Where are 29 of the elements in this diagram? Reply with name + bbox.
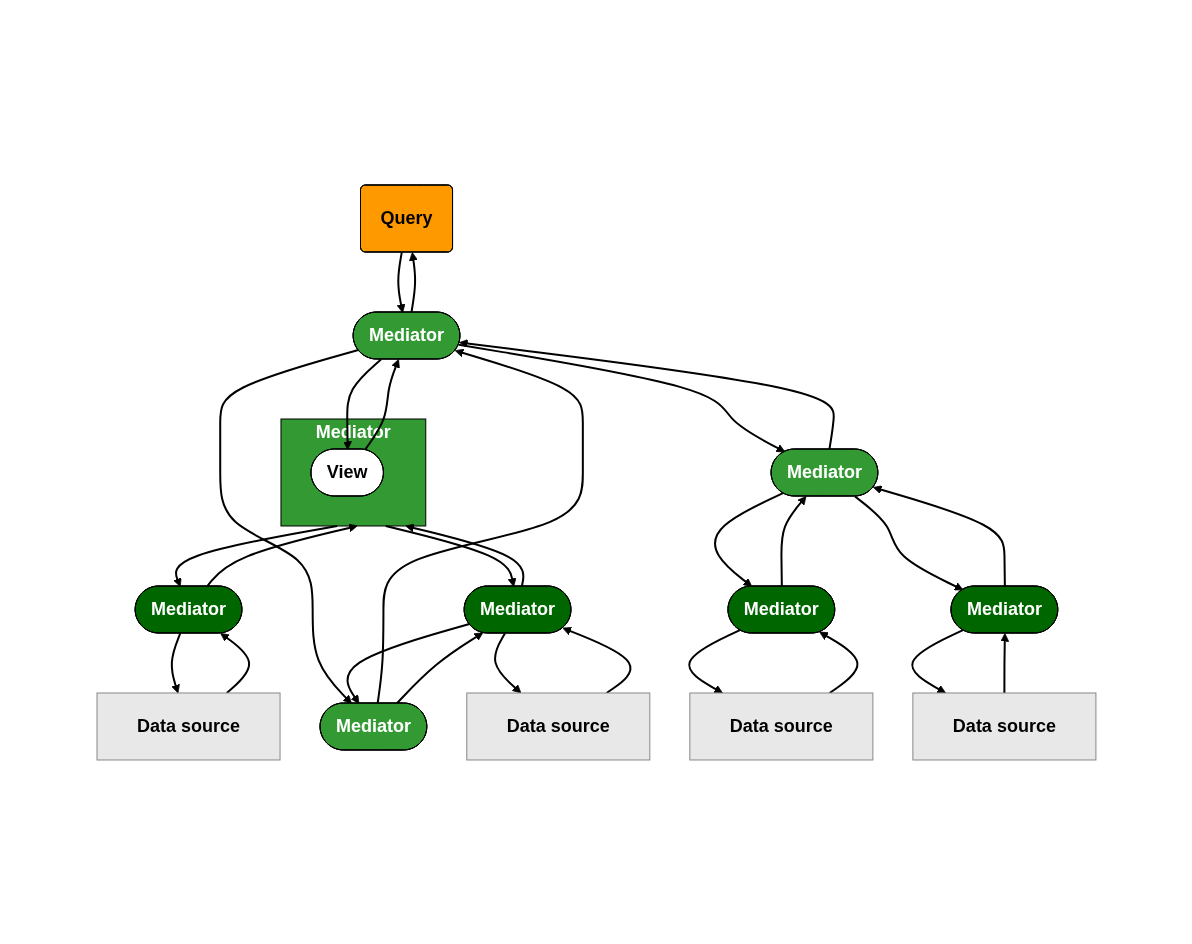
arrow (910, 628, 964, 693)
arrow (779, 495, 806, 587)
arrow (346, 622, 470, 704)
arrow (170, 632, 181, 693)
arrow (172, 524, 338, 587)
arrow (818, 631, 858, 694)
arrow (872, 484, 1006, 587)
arrow (218, 348, 359, 704)
arrow (687, 628, 741, 693)
arrow (562, 626, 631, 694)
node-box: Data source (465, 692, 650, 760)
arrow (376, 348, 584, 704)
arrow (219, 632, 250, 694)
arrow (206, 523, 358, 587)
arrow (713, 491, 784, 587)
arrow (363, 358, 400, 451)
arrow (396, 251, 405, 313)
arrow (493, 632, 521, 693)
arrow (384, 524, 516, 587)
arrow (395, 631, 483, 704)
arrow (457, 343, 785, 452)
arrow (458, 338, 835, 450)
node-box: Data source (911, 692, 1096, 760)
arrow (404, 523, 524, 587)
node-box: Data source (688, 692, 873, 760)
node-box: Data source (96, 692, 281, 760)
arrow (999, 632, 1009, 694)
arrow (408, 251, 418, 313)
arrow (853, 495, 963, 590)
